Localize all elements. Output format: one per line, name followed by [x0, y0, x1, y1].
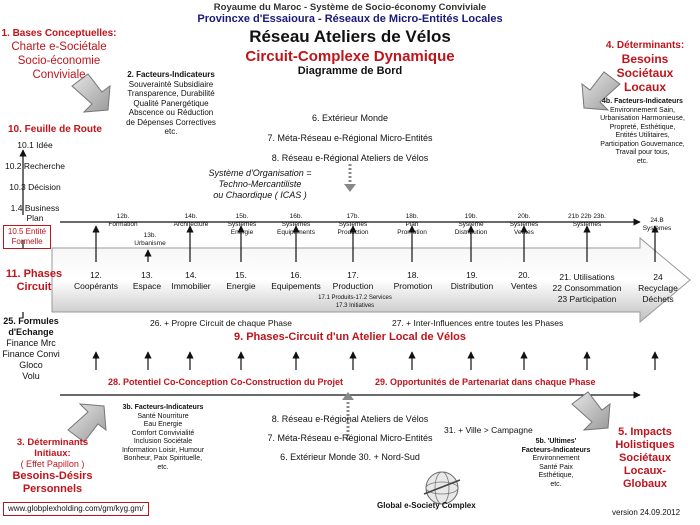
phase-20: 20.Ventes [511, 270, 537, 291]
facteurs-indicateurs-4b: 4b. Facteurs-Indicateurs Environnement S… [600, 98, 685, 165]
facteurs-indicateurs-5b: 5b. 'Ultimes' Facteurs-Indicateurs Envir… [521, 438, 591, 488]
phase-up-arrows [92, 225, 659, 262]
fat-arrow-top-right [581, 71, 621, 111]
phase-21-23: 21. Utilisations 22 Consommation 23 Part… [552, 272, 622, 304]
phase-13: 13.Espace [132, 270, 162, 291]
phase-17: 17.Production [332, 270, 374, 291]
phase-top-label-14b: 14b.Architecture [173, 213, 209, 228]
phase-15: 15.Energie [226, 270, 256, 291]
phase-24: 24 Recyclage Déchets [638, 272, 678, 304]
facteurs-indicateurs-2: 2. Facteurs-Indicateurs Souveraintè Subs… [126, 70, 216, 136]
facteurs-indicateurs-3b: 3b. Facteurs-Indicateurs Santé Nourritur… [121, 404, 205, 471]
header-line1: Royaume du Maroc - Système de Socio-écon… [213, 2, 487, 13]
header-line2: Provincxe d'Essaioura - Réseaux de Micro… [197, 13, 503, 25]
determinants-besoins: 4. Déterminants: Besoins Sociétaux Locau… [605, 40, 685, 94]
version-label: version 24.09.2012 [612, 508, 681, 517]
impacts-holistiques: 5. Impacts Holistiques Sociétaux Locaux-… [615, 426, 675, 490]
fat-arrow-top-left [71, 73, 111, 113]
line-26: 26. + Propre Circuit de chaque Phase [150, 318, 292, 328]
feuille-de-route-title: 10. Feuille de Route [8, 124, 102, 135]
lower-up-arrows [92, 351, 659, 370]
website-link[interactable]: www.globplexholding.com/gm/kyg.gm/ [3, 502, 149, 516]
phase-top-label-21b: 21b 22b 23b.Systèmes [568, 213, 606, 228]
fat-arrow-bottom-left [67, 403, 107, 443]
line-9-phases-atelier: 9. Phases-Circuit d'un Atelier Local de … [233, 331, 467, 343]
page-subtitle: Circuit-Complexe Dynamique [245, 48, 455, 65]
bases-conceptuelles: 1. Bases Conceptuelles: Charte e-Sociéta… [1, 28, 117, 81]
ville-campagne: 31. + Ville > Campagne [444, 425, 533, 435]
phases-circuit-label: 11. Phases Circuit [5, 268, 63, 293]
phase-18: 18.Promotion [393, 270, 433, 291]
reseau-levels-bottom: 8. Réseau e-Régional Ateliers de Vélos 7… [267, 414, 433, 462]
phase-14: 14.Immobilier [171, 270, 211, 291]
globe-logo-icon [423, 471, 461, 505]
phase-top-label-12b: 12b.Formation [108, 213, 138, 228]
line-27: 27. + Inter-Influences entre toutes les … [392, 318, 564, 328]
reseau-levels-top: 6. Extérieur Monde 7. Méta-Réseau e-Régi… [267, 113, 433, 163]
phase-12: 12.Coopérants [74, 270, 118, 291]
phase-16: 16.Equipements [271, 270, 321, 291]
entite-formelle-box: 10.5 Entité Formelle [3, 225, 51, 249]
formules-echange: 25. Formules d'Echange Finance Mrc Finan… [2, 316, 60, 381]
page-subtitle-2: Diagramme de Bord [297, 65, 403, 77]
line-29: 29. Opportunités de Partenariat dans cha… [375, 377, 596, 387]
phases-circuit-arrow [51, 236, 691, 324]
production-subitems: 17.1 Produits-17.2 Services 17.3 Initiat… [318, 295, 392, 309]
line-28: 28. Potentiel Co-Conception Co-Construct… [108, 377, 343, 387]
page-title: Réseau Ateliers de Vélos [249, 27, 451, 46]
determinants-initiaux: 3. Déterminants Initiaux: ( Effet Papill… [12, 437, 93, 495]
logo-text: Global e-Society Complex [377, 501, 476, 510]
fat-arrow-bottom-right [571, 391, 611, 431]
feuille-de-route-items: 10.1 Idée 10.2 Recherche 10.3 Décision 1… [4, 140, 65, 223]
systeme-organisation: Système d'Organisation = Techno-Mercanti… [208, 168, 312, 200]
phase-19: 19.Distribution [450, 270, 494, 291]
phase-top-label-13b: 13b.Urbanisme [134, 232, 166, 247]
